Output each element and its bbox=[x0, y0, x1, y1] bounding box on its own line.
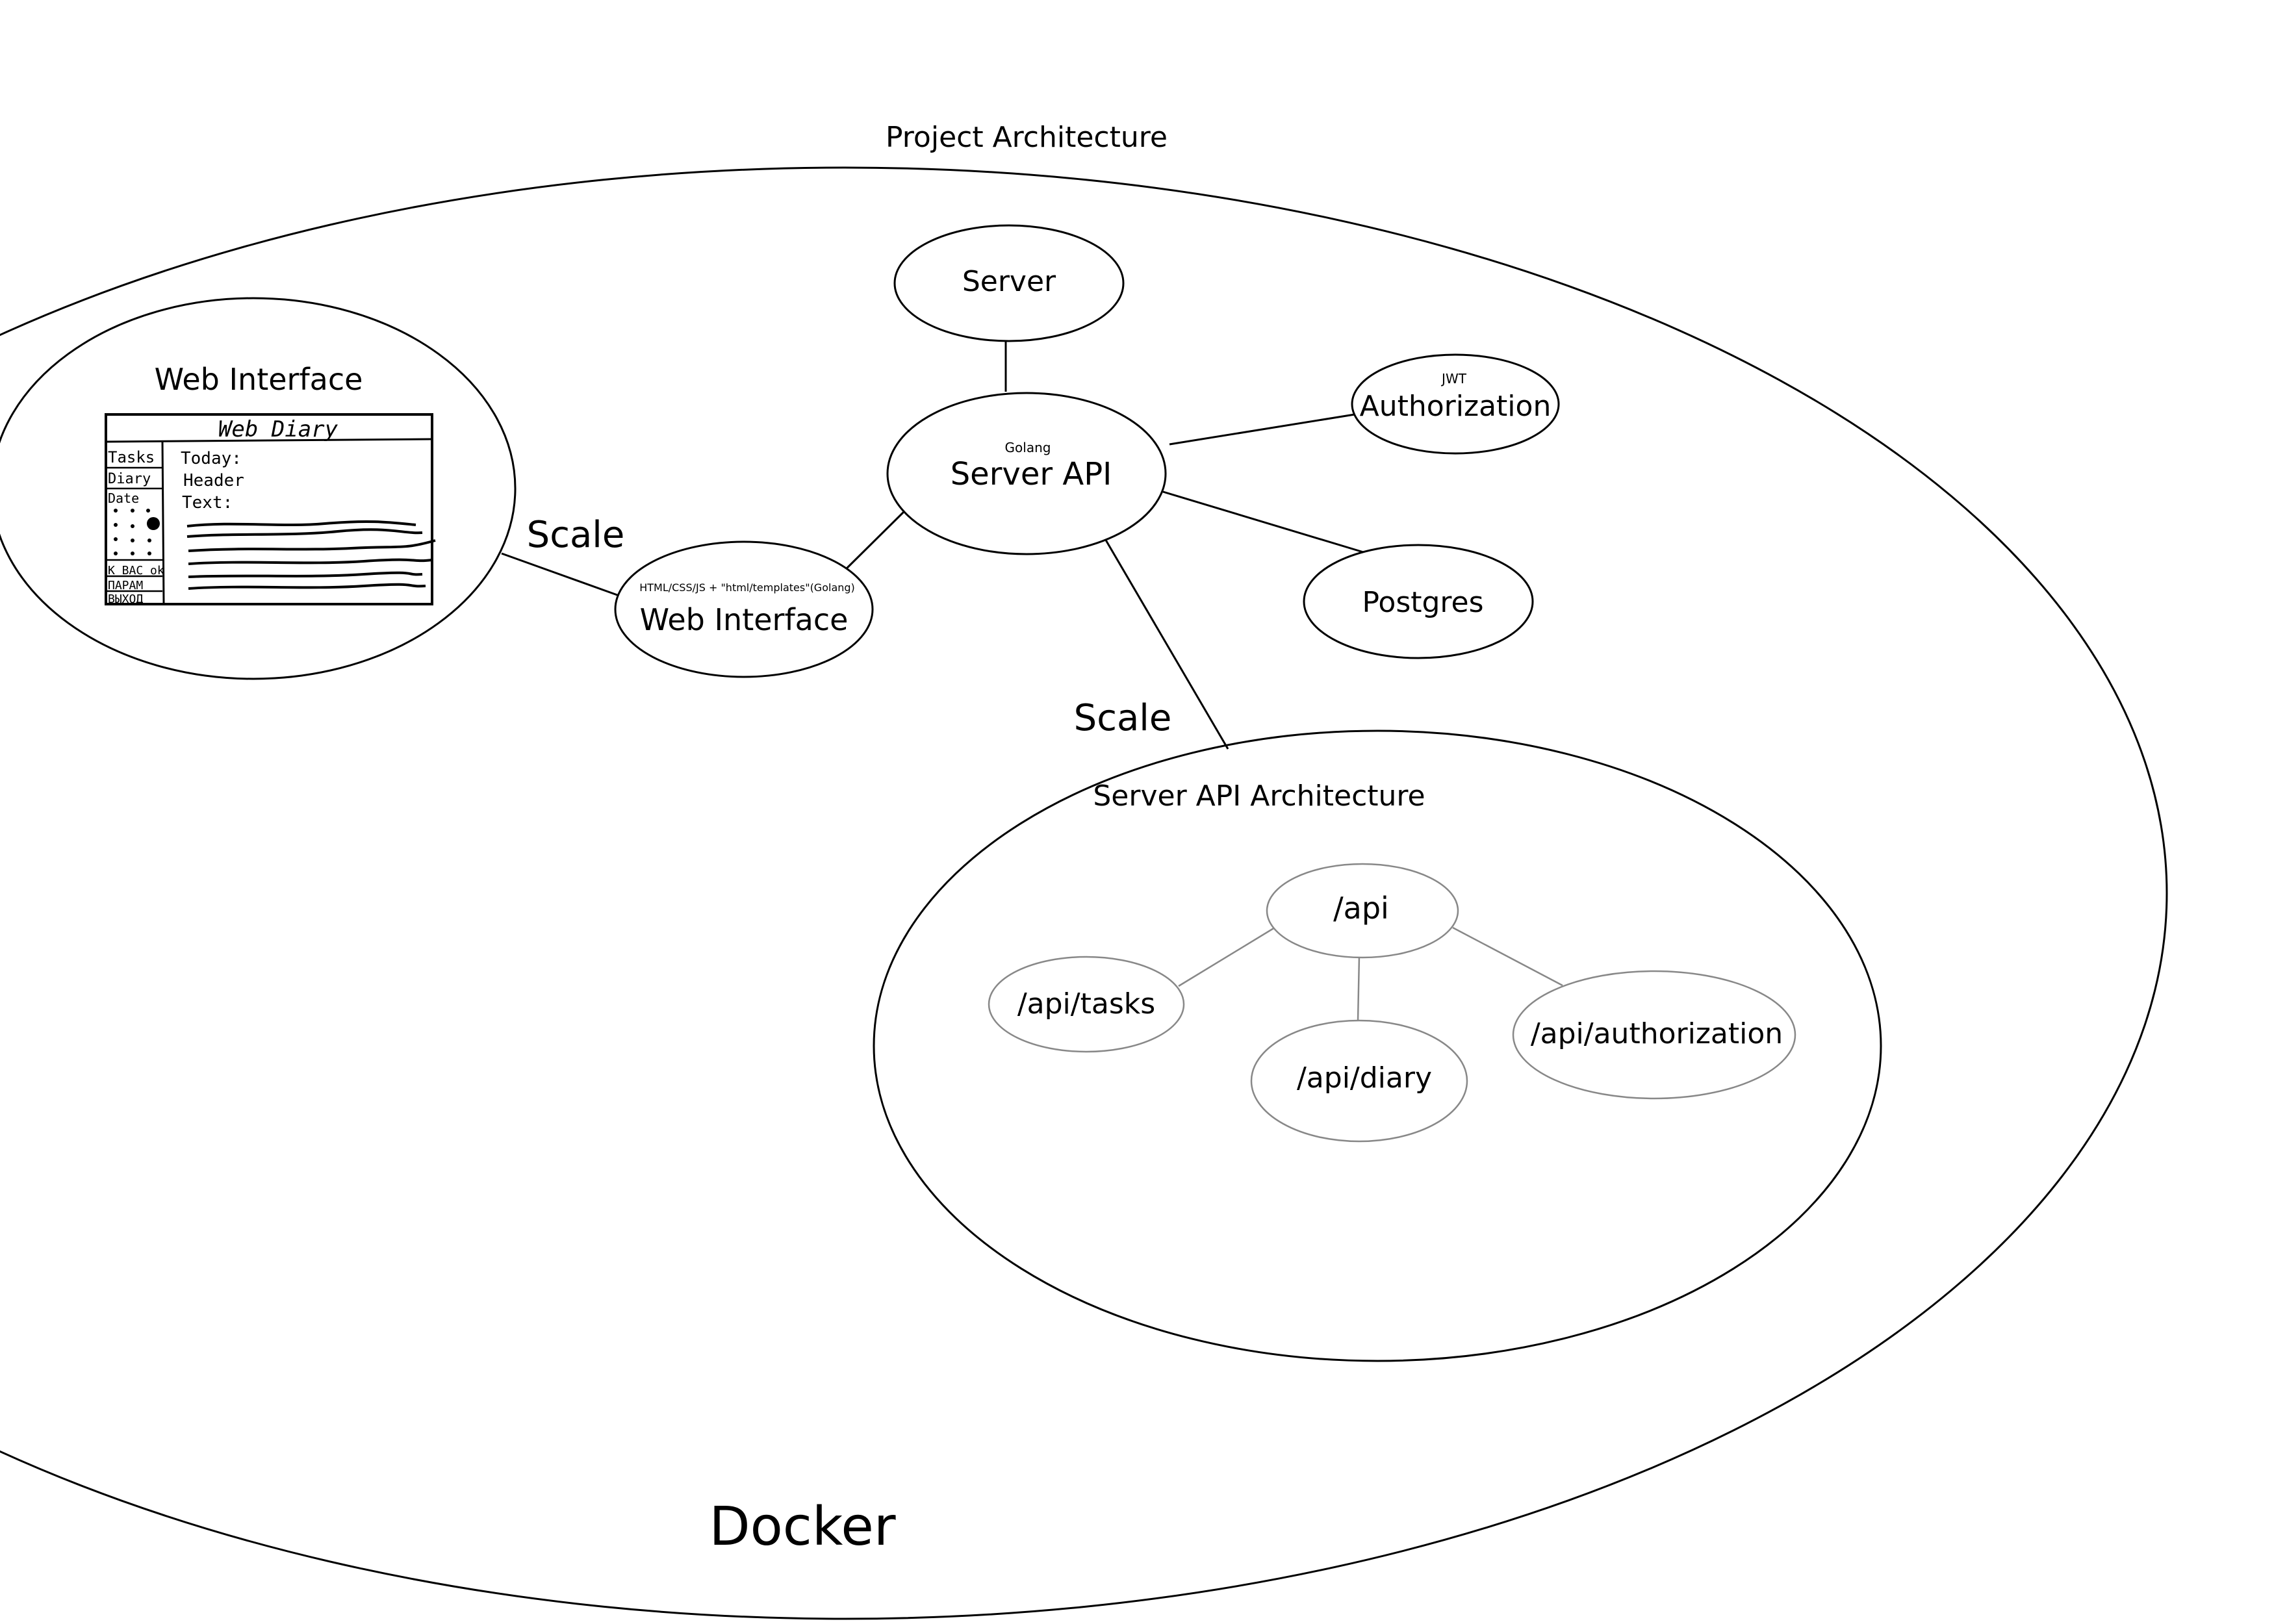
sketch-sidebar-item-date: Date bbox=[108, 490, 139, 506]
diagram-title: Project Architecture bbox=[886, 121, 1168, 154]
web-diary-sketch bbox=[105, 413, 436, 605]
server-api-node-tag: Golang bbox=[1005, 440, 1051, 455]
sketch-header-divider bbox=[105, 438, 433, 443]
api-diary-node: /api/diary bbox=[1250, 1019, 1468, 1143]
sketch-bottom-item-2: ПАРАМ bbox=[108, 579, 143, 592]
scale-label-right: Scale bbox=[1074, 697, 1172, 739]
web-interface-node-label: Web Interface bbox=[640, 602, 849, 637]
api-diary-node-shape bbox=[1250, 1019, 1468, 1143]
api-authorization-node-shape bbox=[1512, 970, 1796, 1100]
server-node-shape bbox=[893, 224, 1125, 342]
api-root-node-shape bbox=[1266, 863, 1459, 959]
api-tasks-node: /api/tasks bbox=[988, 956, 1185, 1053]
api-root-node-label: /api bbox=[1333, 891, 1389, 926]
sketch-text-line-6 bbox=[188, 583, 426, 590]
api-tasks-node-shape bbox=[988, 956, 1185, 1053]
authorization-node-tag: JWT bbox=[1440, 371, 1467, 387]
sketch-content-text: Text: bbox=[182, 493, 233, 513]
postgres-node-label: Postgres bbox=[1362, 586, 1483, 619]
api-architecture-boundary bbox=[873, 730, 1882, 1362]
server-node-label: Server bbox=[962, 265, 1056, 298]
authorization-node-shape bbox=[1351, 353, 1560, 455]
sketch-text-line-4 bbox=[188, 558, 433, 565]
connector-api-tasks bbox=[1178, 926, 1275, 987]
sketch-content-today: Today: bbox=[181, 449, 242, 468]
authorization-node-label: Authorization bbox=[1360, 390, 1552, 423]
scale-label-left: Scale bbox=[527, 514, 625, 556]
api-connectors bbox=[1178, 926, 1563, 1022]
api-diary-node-label: /api/diary bbox=[1297, 1061, 1432, 1095]
api-architecture-title: Server API Architecture bbox=[1093, 780, 1425, 813]
api-authorization-node-label: /api/authorization bbox=[1531, 1017, 1783, 1050]
server-api-node-shape bbox=[886, 392, 1167, 555]
web-interface-detail-boundary bbox=[0, 297, 517, 680]
sketch-text-line-1 bbox=[186, 520, 416, 527]
server-node: Server bbox=[893, 224, 1125, 342]
sketch-text-line-5 bbox=[188, 571, 423, 578]
server-api-node-label: Server API bbox=[951, 456, 1112, 492]
docker-boundary bbox=[0, 166, 2167, 1620]
sketch-text-line-3 bbox=[188, 539, 436, 552]
web-interface-detail-title: Web Interface bbox=[155, 362, 363, 397]
connector-webinterface-detail bbox=[501, 552, 620, 597]
web-interface-node: HTML/CSS/JS + "html/templates"(Golang) W… bbox=[614, 540, 874, 678]
connector-api-diary bbox=[1357, 956, 1361, 1022]
api-root-node: /api bbox=[1266, 863, 1459, 959]
sketch-calendar-dots bbox=[114, 509, 160, 555]
postgres-node-shape bbox=[1303, 544, 1534, 659]
connector-api-authorization-endpoint bbox=[1452, 926, 1563, 987]
web-interface-node-tag: HTML/CSS/JS + "html/templates"(Golang) bbox=[639, 581, 855, 594]
connector-api-postgres bbox=[1162, 490, 1368, 555]
connector-api-authorization bbox=[1169, 413, 1355, 446]
sketch-sidebar-item-tasks: Tasks bbox=[108, 448, 155, 466]
sketch-text-line-2 bbox=[186, 528, 423, 538]
api-tasks-node-label: /api/tasks bbox=[1017, 987, 1155, 1021]
sketch-bottom-item-3: ВЫХОД bbox=[108, 592, 143, 606]
authorization-node: JWT Authorization bbox=[1351, 353, 1560, 455]
connectors bbox=[501, 341, 1368, 750]
web-interface-node-shape bbox=[614, 540, 874, 678]
docker-label: Docker bbox=[709, 1496, 895, 1558]
api-architecture: Server API Architecture /api /api/tasks … bbox=[873, 730, 1882, 1362]
sketch-frame bbox=[105, 413, 433, 605]
postgres-node: Postgres bbox=[1303, 544, 1534, 659]
sketch-bottom-item-1: K BAC ok bbox=[108, 564, 164, 577]
server-api-node: Golang Server API bbox=[886, 392, 1167, 555]
sketch-sidebar-item-diary: Diary bbox=[108, 471, 151, 487]
connector-api-architecture bbox=[1103, 537, 1229, 750]
sketch-content-header: Header bbox=[183, 471, 244, 490]
sketch-header-text: Web Diary bbox=[218, 416, 339, 442]
web-interface-detail: Web Interface bbox=[0, 297, 517, 680]
sketch-sidebar-divider bbox=[161, 441, 165, 605]
api-authorization-node: /api/authorization bbox=[1512, 970, 1796, 1100]
connector-api-webinterface bbox=[843, 510, 906, 572]
